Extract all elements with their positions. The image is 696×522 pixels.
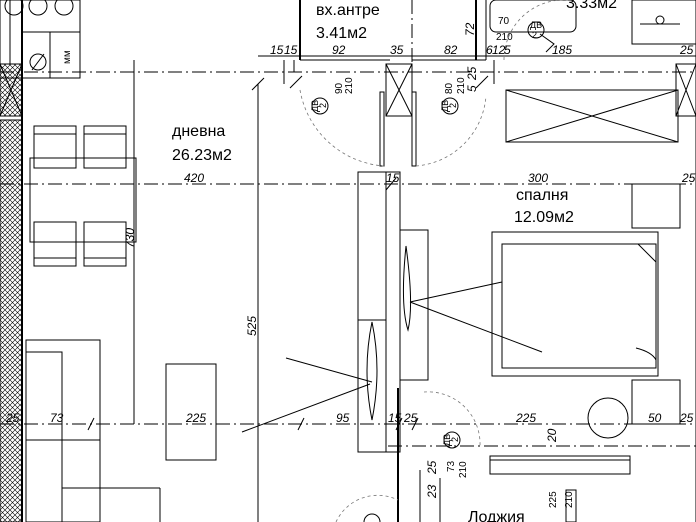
- appliance-label: мм: [62, 50, 73, 64]
- dim-bot-2: 225: [185, 411, 206, 425]
- structural-columns: [379, 63, 696, 167]
- dim-bot-1: 73: [50, 411, 64, 425]
- dim-bot-6: 225: [515, 411, 536, 425]
- dim-v-5: 20: [545, 428, 559, 443]
- door-5-top: 225: [548, 491, 559, 508]
- door-3-tag-top: ДВ: [530, 20, 542, 30]
- door-4-bottom: 210: [458, 461, 469, 478]
- entrance-label: вх.антре 3.41м2: [316, 2, 380, 42]
- door-1-tag-bottom: 2: [318, 103, 328, 108]
- door-3-top: 70: [498, 16, 510, 27]
- bed: [491, 231, 659, 377]
- nightstand-bottom: [631, 379, 681, 425]
- door-4-tag-bottom: 2: [450, 437, 460, 442]
- door-2-tag-top: ДВ: [440, 100, 450, 112]
- door-2-bottom: 210: [456, 77, 467, 94]
- door-tag-1: ДВ 2 90 210: [310, 77, 355, 115]
- bedroom-area: 12.09м2: [514, 209, 574, 226]
- nightstand-top: [631, 183, 681, 229]
- entrance-area: 3.41м2: [316, 25, 367, 42]
- dim-v-3: 25: [465, 66, 479, 81]
- door-4-tag-top: ДВ: [442, 434, 452, 446]
- left-exterior-wall: [0, 119, 23, 522]
- dim-top-5: 6: [486, 43, 493, 57]
- dim-v-1: 525: [245, 316, 259, 336]
- door-3-bottom: 210: [496, 32, 513, 43]
- door-2-top: 80: [444, 82, 455, 94]
- door-1-top: 90: [334, 82, 345, 94]
- entrance-name: вх.антре: [316, 2, 380, 19]
- loggia-name: Лоджия: [468, 509, 525, 522]
- wardrobes: [241, 171, 543, 453]
- dim-v-4: 5: [465, 85, 479, 92]
- dim-top-7: 5: [504, 43, 511, 57]
- kitchen-counter: мм: [0, 0, 81, 79]
- dim-top-8: 185: [552, 43, 572, 57]
- dim-bot-4: 15: [388, 411, 402, 425]
- dim-top-1: 15: [284, 43, 298, 57]
- sofa: [25, 339, 161, 522]
- coffee-table: [165, 363, 217, 461]
- dim-bot-8: 25: [679, 411, 694, 425]
- dim-bot-3: 95: [336, 411, 350, 425]
- dim-top-4: 82: [444, 43, 458, 57]
- bedroom-table: [587, 397, 629, 439]
- dim-mid-2: 300: [528, 171, 548, 185]
- dim-bot-5: 25: [403, 411, 418, 425]
- top-dimension-row: 15 15 92 35 82 6 12 5 185 25: [258, 43, 696, 57]
- dim-bot-0: 25: [5, 411, 20, 425]
- door-2-tag-bottom: 2: [448, 103, 458, 108]
- dim-v-7: 23: [425, 484, 439, 499]
- door-1-bottom: 210: [344, 77, 355, 94]
- dim-top-0: 15: [270, 43, 284, 57]
- bottom-dimension-row: 25 73 225 95 15 25 225 50 25: [5, 411, 694, 425]
- door-tag-5: 225 210: [548, 491, 575, 508]
- door-4-top: 73: [446, 460, 457, 472]
- door-1-tag-top: ДВ: [310, 100, 320, 112]
- door-tag-2: ДВ 2 80 210: [440, 77, 467, 115]
- mid-dimension-row: 420 15 300 25: [184, 171, 696, 185]
- door-tag-4: ДВ 2 73 210: [442, 431, 469, 478]
- vertical-dimensions: 730 525 72 25 5 20 25 23: [123, 22, 559, 499]
- dim-top-9: 25: [679, 43, 694, 57]
- dim-mid-3: 25: [681, 171, 696, 185]
- door-5-bottom: 210: [564, 491, 575, 508]
- dim-v-6: 25: [425, 460, 439, 475]
- living-label: дневна 26.23м2: [172, 123, 232, 164]
- bedroom-name: спалня: [516, 187, 568, 204]
- dim-top-3: 35: [390, 43, 404, 57]
- bathroom: 3.33м2: [489, 0, 696, 61]
- dim-top-2: 92: [332, 43, 346, 57]
- bedroom-label: спалня 12.09м2: [514, 187, 574, 226]
- door-tag-3: ДВ 2 70 210: [496, 16, 555, 53]
- door-3-tag-bottom: 2: [532, 30, 537, 40]
- dim-bot-7: 50: [648, 411, 662, 425]
- dim-top-6: 12: [492, 43, 506, 57]
- bath-area: 3.33м2: [566, 0, 617, 12]
- living-area: 26.23м2: [172, 147, 232, 164]
- dining-set: [29, 125, 137, 267]
- dim-mid-1: 15: [386, 171, 400, 185]
- dim-v-2: 72: [463, 22, 477, 36]
- living-name: дневна: [172, 123, 225, 140]
- dim-mid-0: 420: [184, 171, 204, 185]
- dim-v-0: 730: [123, 228, 137, 248]
- dimension-ticks: [87, 75, 489, 431]
